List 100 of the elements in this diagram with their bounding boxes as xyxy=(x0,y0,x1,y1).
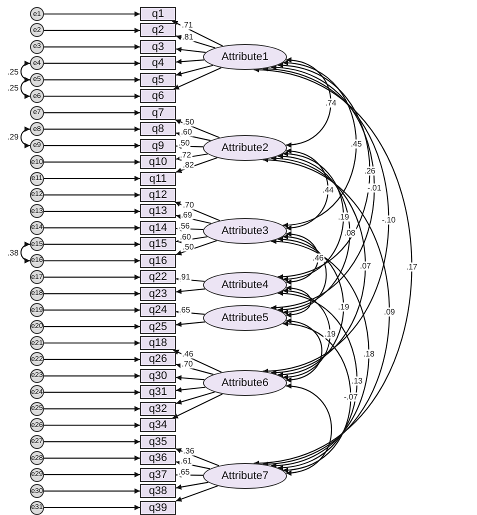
observed-variable-box: q15 xyxy=(140,237,176,252)
double-headed-arrow xyxy=(278,154,350,312)
arrow xyxy=(44,274,140,280)
edge-label: .13 xyxy=(350,376,364,385)
arrow xyxy=(176,482,208,490)
observed-variable-box: q10 xyxy=(140,155,176,170)
observed-variable-box: q12 xyxy=(140,188,176,202)
arrow xyxy=(176,276,205,282)
observed-variable-box: q2 xyxy=(140,23,176,38)
double-headed-arrow xyxy=(286,58,332,148)
arrow xyxy=(176,375,204,381)
observed-variable-box: q4 xyxy=(140,56,176,70)
observed-variable-box: q36 xyxy=(140,451,176,466)
arrow xyxy=(44,356,140,362)
observed-variable-box: q5 xyxy=(140,72,176,87)
arrow xyxy=(176,34,216,48)
double-headed-arrow xyxy=(270,65,375,310)
double-headed-arrow xyxy=(286,318,322,382)
edge-label: .72 xyxy=(178,150,192,160)
edge-label: .81 xyxy=(181,32,194,42)
arrow xyxy=(44,340,140,346)
double-headed-arrow xyxy=(282,288,331,380)
arrow xyxy=(176,288,206,294)
edge-label: .70 xyxy=(182,200,195,210)
edge-label: .07 xyxy=(358,261,372,270)
latent-variable-ellipse: Attribute5 xyxy=(203,305,287,331)
edge-label: .65 xyxy=(178,305,192,314)
arrow xyxy=(44,142,140,148)
observed-variable-box: q24 xyxy=(140,303,176,318)
arrow xyxy=(176,240,217,256)
arrow xyxy=(44,290,140,296)
arrow xyxy=(44,307,140,313)
edge-label: -.10 xyxy=(380,216,397,224)
edge-label: .17 xyxy=(405,262,418,271)
arrow xyxy=(44,44,140,50)
double-headed-arrow xyxy=(282,152,344,282)
arrow xyxy=(173,67,222,90)
observed-variable-box: q23 xyxy=(140,286,176,301)
observed-variable-box: q14 xyxy=(140,220,176,235)
double-headed-arrow xyxy=(254,68,412,466)
arrow xyxy=(44,159,140,165)
edge-label: .25 xyxy=(6,67,20,76)
edge-label: .26 xyxy=(363,166,376,176)
double-headed-arrow xyxy=(270,239,370,468)
double-headed-arrow xyxy=(20,242,30,263)
double-headed-arrow xyxy=(20,127,30,148)
observed-variable-box: q8 xyxy=(140,122,176,136)
arrow xyxy=(44,488,140,494)
arrow xyxy=(44,94,140,99)
arrow xyxy=(176,363,214,375)
arrow xyxy=(176,157,218,173)
double-headed-arrow xyxy=(286,148,329,230)
double-headed-arrow xyxy=(262,158,390,466)
arrow xyxy=(176,321,206,327)
arrow xyxy=(44,504,140,510)
arrow xyxy=(176,485,218,502)
arrow xyxy=(44,258,140,264)
arrow xyxy=(44,406,140,412)
observed-variable-box: q30 xyxy=(140,368,176,383)
observed-variable-box: q31 xyxy=(140,385,176,400)
edge-label: .19 xyxy=(337,302,350,312)
arrow xyxy=(44,11,140,17)
observed-variable-box: q39 xyxy=(140,500,176,514)
arrow xyxy=(172,20,223,46)
arrow xyxy=(44,242,140,248)
arrow xyxy=(44,373,140,379)
arrow xyxy=(44,176,140,182)
observed-variable-box: q26 xyxy=(140,352,176,366)
double-headed-arrow xyxy=(270,156,366,375)
arrow xyxy=(44,438,140,444)
double-headed-arrow xyxy=(278,63,370,279)
arrow xyxy=(44,77,140,83)
double-headed-arrow xyxy=(282,60,357,228)
edge-label: .50 xyxy=(182,118,196,127)
edge-label: .65 xyxy=(178,468,191,477)
edge-label: .45 xyxy=(350,140,363,148)
observed-variable-box: q37 xyxy=(140,468,176,482)
edge-label: .38 xyxy=(6,248,20,258)
latent-variable-ellipse: Attribute2 xyxy=(203,135,287,161)
edge-label: .56 xyxy=(178,221,191,230)
observed-variable-box: q6 xyxy=(140,89,176,104)
latent-variable-ellipse: Attribute1 xyxy=(203,44,287,70)
arrow xyxy=(176,236,208,244)
edge-label: -.07 xyxy=(342,392,359,402)
arrow xyxy=(44,126,140,132)
arrow xyxy=(44,192,140,198)
edge-label: .44 xyxy=(321,185,335,194)
observed-variable-box: q16 xyxy=(140,254,176,268)
edge-label: .46 xyxy=(311,254,325,262)
arrow xyxy=(44,472,140,478)
arrow xyxy=(176,448,220,466)
edge-label: .70 xyxy=(180,360,194,369)
latent-variable-ellipse: Attribute7 xyxy=(203,463,287,489)
double-headed-arrow xyxy=(286,286,312,318)
arrow xyxy=(176,386,206,393)
arrow xyxy=(44,28,140,34)
arrow xyxy=(174,201,220,222)
edge-label: .29 xyxy=(6,132,20,142)
arrow xyxy=(44,208,140,214)
edge-label: .60 xyxy=(178,232,192,242)
